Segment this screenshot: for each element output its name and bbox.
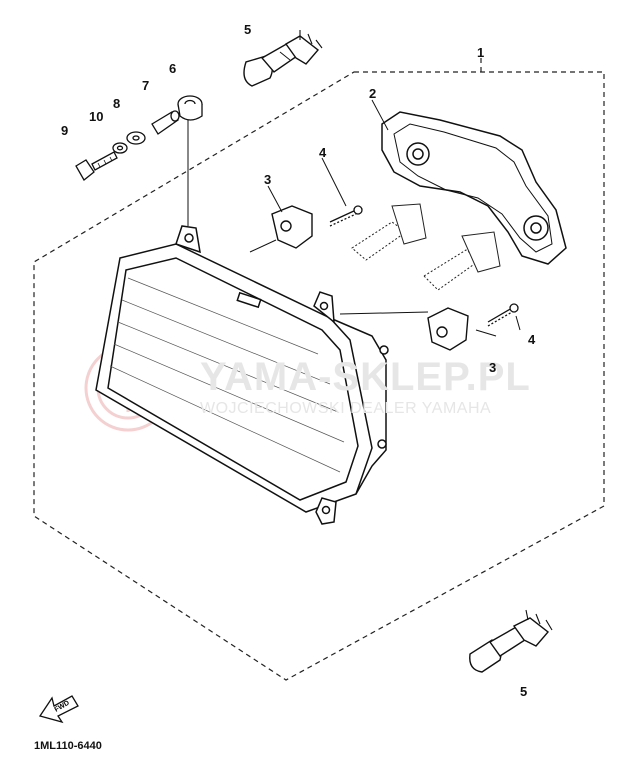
callout-3-upper: 3 <box>264 172 272 187</box>
assembly-outline <box>33 58 605 681</box>
bulb-bottom <box>469 609 553 673</box>
watermark-sub-text: WOJCIECHOWSKI DEALER YAMAHA <box>200 400 492 417</box>
callout-6: 6 <box>169 61 177 76</box>
callout-4-lower: 4 <box>528 332 536 347</box>
callout-5-bottom: 5 <box>520 684 528 699</box>
callout-3-lower: 3 <box>489 360 497 375</box>
callout-10: 10 <box>89 109 104 124</box>
bulb-bracket <box>381 111 567 265</box>
diagram-code: 1ML110-6440 <box>34 740 102 752</box>
callout-9: 9 <box>61 123 69 138</box>
mounting-hardware <box>75 95 203 181</box>
headlight-unit <box>95 225 389 525</box>
watermark-main-text: YAMA-SKLEP.PL <box>200 355 531 399</box>
forward-arrow: FWD <box>38 695 79 724</box>
screws <box>329 205 519 327</box>
leader-lines <box>187 99 521 337</box>
bulb-top <box>243 30 323 87</box>
callout-2: 2 <box>369 86 377 101</box>
adjuster-clips <box>271 205 469 351</box>
callout-4-upper: 4 <box>319 145 327 160</box>
callout-5-top: 5 <box>244 22 252 37</box>
callout-8: 8 <box>113 96 121 111</box>
callout-1: 1 <box>477 45 485 60</box>
inner-bulbs <box>351 203 501 291</box>
callout-7: 7 <box>142 78 150 93</box>
